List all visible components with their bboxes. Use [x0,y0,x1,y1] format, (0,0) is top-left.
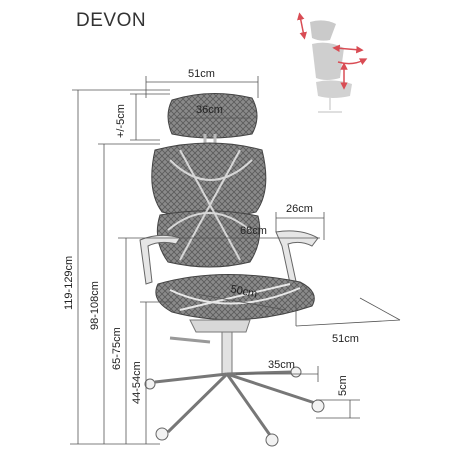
label-headrest-width: 51cm [188,68,215,80]
label-seat-depth: 50cm [229,283,258,300]
dimension-labels: 51cm 36cm +/-5cm 26cm 68cm 50cm 51cm 35c… [63,68,359,404]
label-headrest-adjust: +/-5cm [115,104,127,138]
product-title: DEVON [76,10,147,31]
seat-ribs [169,283,301,311]
label-armrest-height: 65-75cm [111,327,123,370]
label-base-radius: 35cm [268,359,295,371]
star-base [154,370,319,439]
adjust-arrow-headrest [297,12,307,40]
label-caster-height: 5cm [337,375,349,396]
label-width-between-arms: 68cm [240,225,267,237]
label-backrest-top-height: 98-108cm [89,281,101,330]
headrest [167,93,258,139]
label-armrest-depth: 26cm [286,203,313,215]
gas-lift [221,331,233,375]
armrest-left [139,234,181,285]
label-seat-width: 51cm [332,333,359,345]
label-total-height: 119-129cm [63,256,75,310]
label-headrest-inner-width: 36cm [196,104,223,116]
dimension-lines [70,76,401,445]
label-seat-height: 44-54cm [131,361,143,404]
tilt-lever [169,336,211,344]
armrest-right [275,230,319,303]
adjust-arrow-depth [332,44,364,54]
chair-illustration [139,93,325,447]
adjustment-thumbnail [297,12,368,113]
seat-mechanism [189,319,251,333]
backrest-ribs [167,149,253,261]
